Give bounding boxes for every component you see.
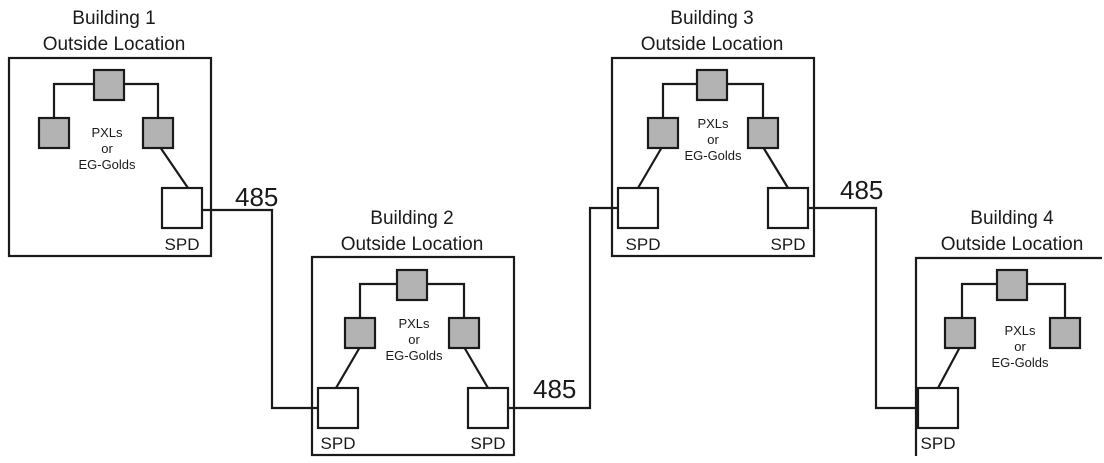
building-2-box bbox=[310, 255, 516, 457]
building-3-controller-right bbox=[746, 116, 780, 150]
building-2-spd-right-label: SPD bbox=[471, 434, 506, 453]
building-2-wire-spd-left bbox=[335, 346, 361, 389]
building-2-controller-right bbox=[447, 316, 481, 350]
building-2-wire-spd-right bbox=[463, 346, 489, 389]
building-1-title: Building 1 bbox=[72, 8, 155, 29]
building-3-spd-right bbox=[766, 186, 810, 230]
link-3-4-wire bbox=[808, 206, 918, 410]
building-1-controller-label-2: or bbox=[101, 141, 113, 156]
building-2-wire-right bbox=[427, 282, 466, 318]
building-3-spd-left bbox=[616, 186, 660, 230]
building-2-controller-left bbox=[343, 316, 377, 350]
link-2-3-wire bbox=[508, 206, 618, 410]
building-4-controller-left bbox=[943, 316, 977, 350]
building-1-subtitle: Outside Location bbox=[43, 34, 186, 55]
building-1-wire-left bbox=[52, 82, 94, 118]
building-4-controller-label-1: PXLs bbox=[1004, 323, 1036, 338]
link-1-2-label: 485 bbox=[235, 182, 278, 212]
building-1-wire-spd bbox=[159, 146, 189, 189]
building-2-controller-label-2: or bbox=[408, 332, 420, 347]
building-3-controller-label-3: EG-Golds bbox=[684, 148, 742, 163]
building-4-wire-right bbox=[1027, 282, 1067, 318]
building-2-subtitle: Outside Location bbox=[341, 234, 484, 255]
building-3-wire-spd-left bbox=[637, 146, 663, 189]
building-3-spd-left-label: SPD bbox=[626, 235, 661, 254]
building-2: Building 2 Outside Location PXLs or EG-G… bbox=[310, 208, 516, 457]
building-1-wire-right bbox=[124, 82, 160, 118]
link-2-3-label: 485 bbox=[533, 374, 576, 404]
building-3-wire-right bbox=[727, 82, 765, 118]
building-1-controller-top bbox=[92, 68, 126, 102]
building-1: Building 1 Outside Location PXLs or EG-G… bbox=[7, 8, 213, 258]
building-1-spd bbox=[160, 186, 204, 230]
building-2-controller-label-3: EG-Golds bbox=[385, 348, 443, 363]
building-3-title: Building 3 bbox=[670, 8, 753, 29]
building-3-box bbox=[610, 56, 816, 258]
building-3-controller-label-1: PXLs bbox=[697, 116, 729, 131]
building-2-spd-right bbox=[466, 386, 510, 430]
link-3-4-label: 485 bbox=[840, 175, 883, 205]
building-4-subtitle: Outside Location bbox=[941, 234, 1084, 255]
building-1-controller-left bbox=[37, 116, 71, 150]
building-3-spd-right-label: SPD bbox=[771, 235, 806, 254]
building-4-spd-label: SPD bbox=[921, 434, 956, 453]
building-1-box bbox=[7, 56, 213, 258]
building-4-controller-top bbox=[995, 268, 1029, 302]
building-3-wire-left bbox=[661, 82, 697, 118]
building-3-controller-label-2: or bbox=[707, 132, 719, 147]
building-3-wire-spd-right bbox=[762, 146, 789, 189]
building-1-controller-label-3: EG-Golds bbox=[78, 157, 136, 172]
building-4-controller-right bbox=[1048, 316, 1082, 350]
building-4-wire-spd bbox=[937, 346, 961, 389]
building-4-controller-label-3: EG-Golds bbox=[991, 355, 1049, 370]
building-4-box bbox=[914, 256, 1102, 456]
building-1-spd-label: SPD bbox=[165, 235, 200, 254]
building-3-subtitle: Outside Location bbox=[641, 34, 784, 55]
building-4-title: Building 4 bbox=[970, 208, 1054, 229]
building-1-controller-label-1: PXLs bbox=[91, 125, 123, 140]
building-1-controller-right bbox=[141, 116, 175, 150]
building-4-spd bbox=[916, 386, 960, 430]
building-4-controller-label-2: or bbox=[1014, 339, 1026, 354]
building-2-wire-left bbox=[358, 282, 397, 318]
building-2-controller-label-1: PXLs bbox=[398, 316, 430, 331]
building-3-controller-left bbox=[646, 116, 680, 150]
building-2-spd-left-label: SPD bbox=[321, 434, 356, 453]
link-1-2-wire bbox=[202, 208, 318, 410]
building-2-title: Building 2 bbox=[370, 208, 453, 229]
building-4-wire-left bbox=[960, 282, 997, 318]
building-2-controller-top bbox=[395, 268, 429, 302]
building-4: Building 4 Outside Location PXLs or EG-G… bbox=[914, 208, 1102, 456]
building-3: Building 3 Outside Location PXLs or EG-G… bbox=[610, 8, 816, 258]
building-3-controller-top bbox=[695, 68, 729, 102]
building-2-spd-left bbox=[316, 386, 360, 430]
